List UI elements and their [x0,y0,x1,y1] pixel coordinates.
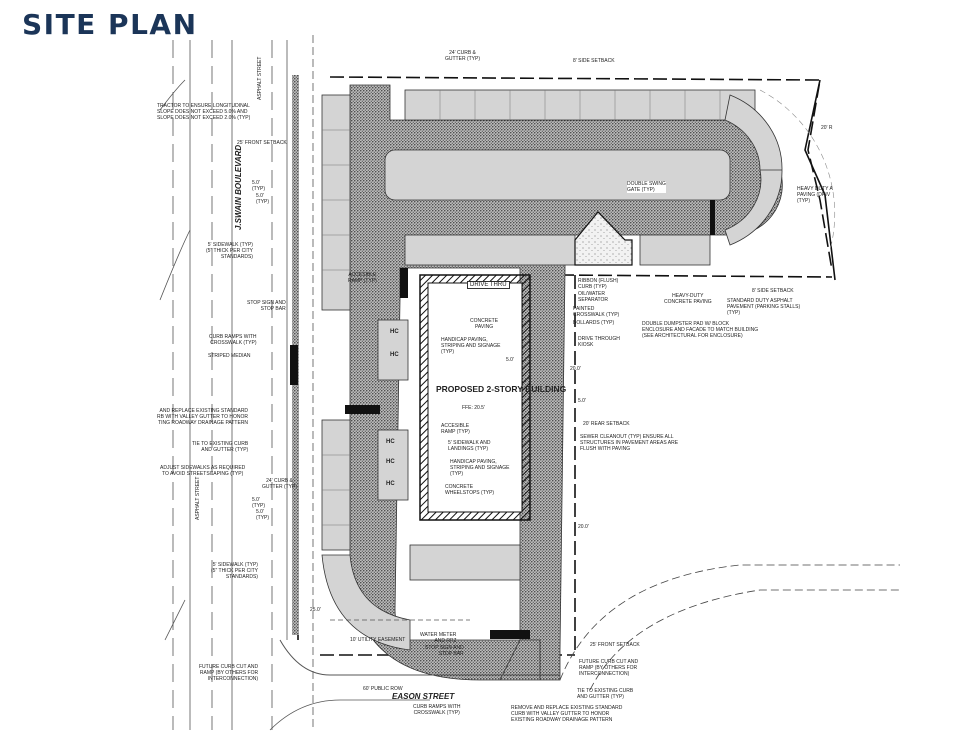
label-rear-setback: 20' REAR SETBACK [583,421,630,427]
street-name-asphalt: ASPHALT STREET [195,476,201,520]
label-handicap-bottom: HANDICAP PAVING, STRIPING AND SIGNAGE (T… [450,459,510,477]
building-name: PROPOSED 2-STORY BUILDING [436,384,567,394]
label-radius: 20' R [821,125,833,131]
parking-curve-bottom [321,554,411,651]
hc-stalls-top [377,319,409,381]
label-drive-through-kiosk: DRIVE THROUGH KIOSK [578,336,620,348]
label-curb-ramps-left: CURB RAMPS WITH CROSSWALK (TYP) [209,334,257,346]
label-front-setback-bottom: 25' FRONT SETBACK [590,642,640,648]
label-stop-sign-bottom: STOP SIGN AND STOP BAR [425,645,464,657]
label-painted-crosswalk: PAINTED CROSSWALK (TYP) [573,306,620,318]
label-concrete-paving: CONCRETE PAVING [470,318,499,330]
label-remove-replace-bottom: REMOVE AND REPLACE EXISTING STANDARD CUR… [511,705,623,723]
label-curb-gutter-left: 24' CURB & GUTTER (TYP) [262,478,297,490]
label-wheelstops: CONCRETE WHEELSTOPS (TYP) [445,484,495,496]
parking-island-middle [384,149,731,201]
label-heavy-duty-drive: HEAVY DUTY A PAVING (DRIV (TYP) [797,186,833,204]
label-future-curb-right: FUTURE CURB CUT AND RAMP (BY OTHERS FOR … [579,659,639,677]
label-bollards: BOLLARDS (TYP) [573,320,615,326]
parking-row-lower-right [639,234,711,266]
crosswalks [290,200,715,639]
label-standard-asphalt: STANDARD DUTY ASPHALT PAVEMENT (PARKING … [727,298,801,316]
hc-stall-label: HC [386,481,395,487]
dim-20: 20.0' [570,366,581,372]
dim-5: 5.0' [506,357,514,363]
parking-row-lower [404,234,576,266]
label-side-setback-top: 8' SIDE SETBACK [573,58,615,64]
label-tie-curb-bottom: TIE TO EXISTING CURB AND GUTTER (TYP) [577,688,634,700]
building-ffe: FFE: 20.5' [462,405,485,411]
label-stop-sign-left: STOP SIGN AND STOP BAR [247,300,286,312]
label-sidewalk-top: 5' SIDEWALK (TYP) (5" THICK PER CITY STA… [206,242,253,260]
label-utility-easement: 10' UTILITY EASEMENT [350,637,406,643]
label-dim-typ: 5.0' (TYP) [252,180,266,192]
label-handicap-top: HANDICAP PAVING, STRIPING AND SIGNAGE (T… [441,337,501,355]
parking-row-bottom [409,544,521,581]
page-title: SITE PLAN [22,8,198,41]
drive-thru-label: DRIVE THRU [467,281,510,289]
label-tie-curb-left: TIE TO EXISTING CURB AND GUTTER (TYP) [192,441,249,453]
label-sidewalk-bottom: 5' SIDEWALK (TYP) (5" THICK PER CITY STA… [211,562,258,580]
label-dumpster-pad: DOUBLE DUMPSTER PAD W/ BLOCK ENCLOSURE A… [642,321,759,339]
eason-street-curb [279,639,560,676]
parking-column-left-top [321,94,351,311]
label-dim-typ: 5.0' (TYP) [256,193,270,205]
label-striped-median: STRIPED MEDIAN [208,353,251,359]
label-sidewalk-landings: 5' SIDEWALK AND LANDINGS (TYP) [448,440,491,452]
label-dim-typ: 5.0' (TYP) [252,497,266,509]
parking-curve-right [724,94,783,246]
label-dim-typ: 5.0' (TYP) [256,509,270,521]
label-ribbon-curb: RIBBON (FLUSH) CURB (TYP) [578,278,619,290]
street-name-eason: EASON STREET [392,692,455,701]
label-side-setback-right: 8' SIDE SETBACK [752,288,794,294]
label-remove-replace-left: AND REPLACE EXISTING STANDARD RB WITH VA… [157,408,249,426]
parking-column-left-bottom [321,419,351,551]
existing-arc [559,564,900,681]
street-name-swain: J.SWAIN BOULEVARD [234,144,243,230]
label-heavy-duty-concrete: HEAVY-DUTY CONCRETE PAVING [664,293,712,305]
dim-5: 5.0' [578,398,586,404]
label-double-swing-gate: DOUBLE SWING GATE (TYP) [627,181,666,193]
hc-stalls-bottom [377,429,409,501]
street-row-eason: 60' PUBLIC ROW [363,686,403,692]
label-adjust-sidewalks: ADJUST SIDEWALKS AS REQUIRED TO AVOID ST… [160,465,246,477]
label-curb-ramps-bottom: CURB RAMPS WITH CROSSWALK (TYP) [413,704,461,716]
building-footprint [427,282,523,513]
label-water-meter: WATER METER AND RPZ [420,632,457,644]
stall-lines [322,90,721,526]
dumpster-pad [574,211,633,266]
street-name-asphalt: ASPHALT STREET [257,56,263,100]
hc-stall-label: HC [390,329,399,335]
label-sewer-cleanout: SEWER CLEANOUT (TYP) ENSURE ALL STRUCTUR… [580,434,679,452]
dim-25: 25.0' [310,607,321,613]
label-accessible-ramp-bldg: ACCESIBLE RAMP (TYP) [441,423,470,435]
label-oil-water: OIL/WATER SEPARATOR [578,291,609,303]
dim-20: 20.0' [578,524,589,530]
label-curb-gutter-top: 24' CURB & GUTTER (TYP) [445,50,480,62]
hc-stall-label: HC [386,459,395,465]
label-accessible-ramp-top: ACCESIBLE RAMP (TYP) [348,272,377,284]
label-contractor-slope: TRACTOR TO ENSURE LONGITUDINAL SLOPE DOE… [157,103,251,121]
label-front-setback-left: 25' FRONT SETBACK [237,140,287,146]
label-future-curb-left: FUTURE CURB CUT AND RAMP (BY OTHERS FOR … [199,664,259,682]
hc-stall-label: HC [386,439,395,445]
hc-stall-label: HC [390,352,399,358]
